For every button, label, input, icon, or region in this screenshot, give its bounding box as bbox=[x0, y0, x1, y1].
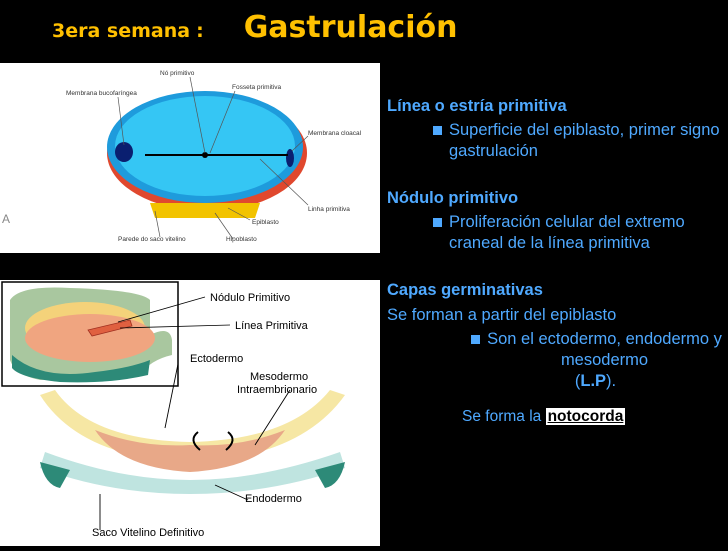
yolk-wall-left bbox=[40, 462, 70, 488]
label-mesodermo-2: Intraembrionario bbox=[237, 384, 317, 396]
label-linha: Linha primitiva bbox=[308, 206, 350, 213]
label-linea: Línea Primitiva bbox=[235, 320, 309, 332]
slide-title: 3era semana: Gastrulación bbox=[52, 10, 457, 45]
hypoblast-strip bbox=[150, 203, 260, 218]
bullet-linea: Superficie del epiblasto, primer signo g… bbox=[431, 120, 722, 162]
mesoderm-band bbox=[95, 430, 285, 472]
heading-capas: Capas germinativas bbox=[387, 281, 543, 299]
inset-disc bbox=[25, 314, 155, 362]
label-side-letter: A bbox=[2, 212, 10, 226]
disc-inner bbox=[115, 96, 295, 196]
label-ectodermo: Ectodermo bbox=[190, 353, 243, 365]
label-membrana-buco: Membrana bucofaríngea bbox=[66, 90, 137, 97]
arrow-right bbox=[225, 431, 234, 451]
capas-lp: (L.P). bbox=[574, 372, 617, 390]
label-nodulo: Nódulo Primitivo bbox=[210, 292, 290, 304]
bullet-capas: Son el ectodermo, endodermo y mesodermo bbox=[469, 329, 722, 371]
no-primitivo-dot bbox=[202, 152, 208, 158]
arrow-left bbox=[192, 431, 201, 451]
label-membrana-cloacal: Membrana cloacal bbox=[308, 130, 362, 137]
notocorda-line: Se forma la notocorda bbox=[462, 406, 722, 427]
capas-text: Se forman a partir del epiblasto bbox=[387, 306, 617, 324]
lp-bold: L.P bbox=[580, 372, 607, 390]
title-colon: : bbox=[196, 20, 204, 42]
notocorda-pre: Se forma la bbox=[462, 408, 546, 425]
notocorda-highlight: notocorda bbox=[545, 408, 626, 425]
label-epiblasto: Epiblasto bbox=[252, 219, 279, 226]
inset-base bbox=[12, 355, 150, 383]
heading-nodulo: Nódulo primitivo bbox=[387, 189, 519, 207]
label-no-primitivo: Nó primitivo bbox=[160, 70, 195, 77]
membrana-bucofaringea bbox=[115, 142, 133, 162]
membrana-cloacal bbox=[286, 149, 294, 167]
label-mesodermo-1: Mesodermo bbox=[250, 371, 308, 383]
label-endodermo: Endodermo bbox=[245, 493, 302, 505]
title-main: Gastrulación bbox=[243, 10, 458, 45]
label-hipoblasto: Hipoblasto bbox=[226, 236, 257, 243]
inset-primitive-line bbox=[87, 319, 133, 337]
slide-text: Línea o estría primitiva Superficie del … bbox=[387, 96, 722, 427]
germ-layers-figure: Nódulo Primitivo Línea Primitiva Ectoder… bbox=[0, 280, 380, 546]
label-saco: Saco Vitelino Definitivo bbox=[92, 527, 204, 539]
yolk-wall-right bbox=[315, 462, 345, 488]
bullet-nodulo: Proliferación celular del extremo cranea… bbox=[431, 212, 722, 254]
label-parede: Parede do saco vitelino bbox=[118, 236, 186, 243]
embryo-disc-figure: Nó primitivo Membrana bucofaríngea Fosse… bbox=[0, 63, 380, 253]
endoderm-band bbox=[40, 452, 345, 494]
heading-linea: Línea o estría primitiva bbox=[387, 97, 567, 115]
title-week: 3era semana bbox=[52, 20, 191, 42]
germ-layers-diagram: Nódulo Primitivo Línea Primitiva Ectoder… bbox=[1, 281, 345, 539]
embryo-disc-diagram: Nó primitivo Membrana bucofaríngea Fosse… bbox=[2, 70, 362, 243]
label-fosseta: Fosseta primitiva bbox=[232, 84, 282, 91]
